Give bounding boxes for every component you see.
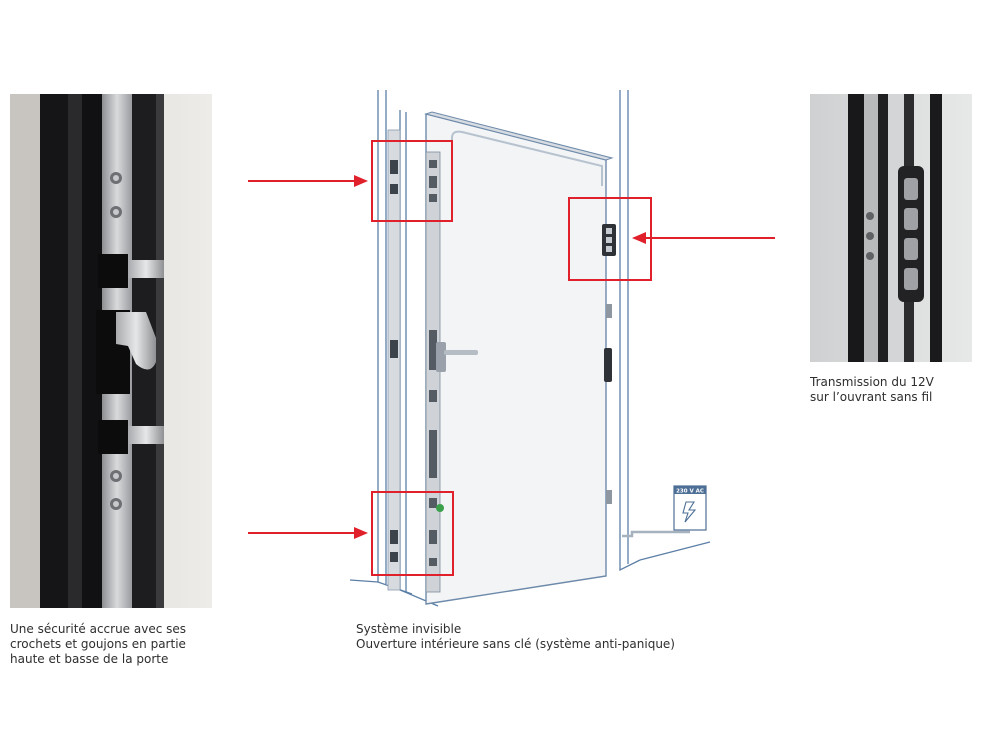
caption-right-line-2: sur l’ouvrant sans fil: [810, 390, 933, 404]
caption-left-line-2: crochets et goujons en partie: [10, 637, 186, 651]
release-indicator-icon: [436, 504, 444, 512]
caption-center-line-1: Système invisible: [356, 622, 462, 636]
highlight-box-bottom-lock: [371, 491, 454, 576]
caption-left-line-3: haute et basse de la porte: [10, 652, 169, 666]
transmission-block-icon: [602, 224, 616, 256]
door-handle-icon: [436, 342, 478, 372]
hook-bolt-icon: [96, 310, 156, 394]
door-diagram: 230 V AC: [340, 90, 720, 612]
arrow-top-icon: [248, 175, 368, 187]
caption-left: Une sécurité accrue avec ses crochets et…: [10, 622, 186, 667]
caption-center-line-2: Ouverture intérieure sans clé (système a…: [356, 637, 675, 651]
arrow-bottom-icon: [248, 527, 368, 539]
lightning-icon: [682, 501, 697, 523]
screw-icon: [110, 172, 122, 510]
highlight-box-top-lock: [371, 140, 453, 222]
arrow-transmission-icon: [632, 232, 775, 244]
transmission-closeup-photo: [810, 94, 972, 362]
connector-block-icon: [898, 166, 924, 302]
caption-left-line-1: Une sécurité accrue avec ses: [10, 622, 187, 636]
contact-pin-icon: [866, 212, 874, 260]
caption-right-line-1: Transmission du 12V: [810, 375, 934, 389]
caption-right: Transmission du 12V sur l’ouvrant sans f…: [810, 375, 934, 405]
power-box: 230 V AC: [673, 485, 707, 531]
lock-closeup-photo: [10, 94, 212, 608]
caption-center: Système invisible Ouverture intérieure s…: [356, 622, 675, 652]
svg-text:230 V AC: 230 V AC: [676, 489, 704, 495]
stud-icon: [98, 254, 164, 454]
